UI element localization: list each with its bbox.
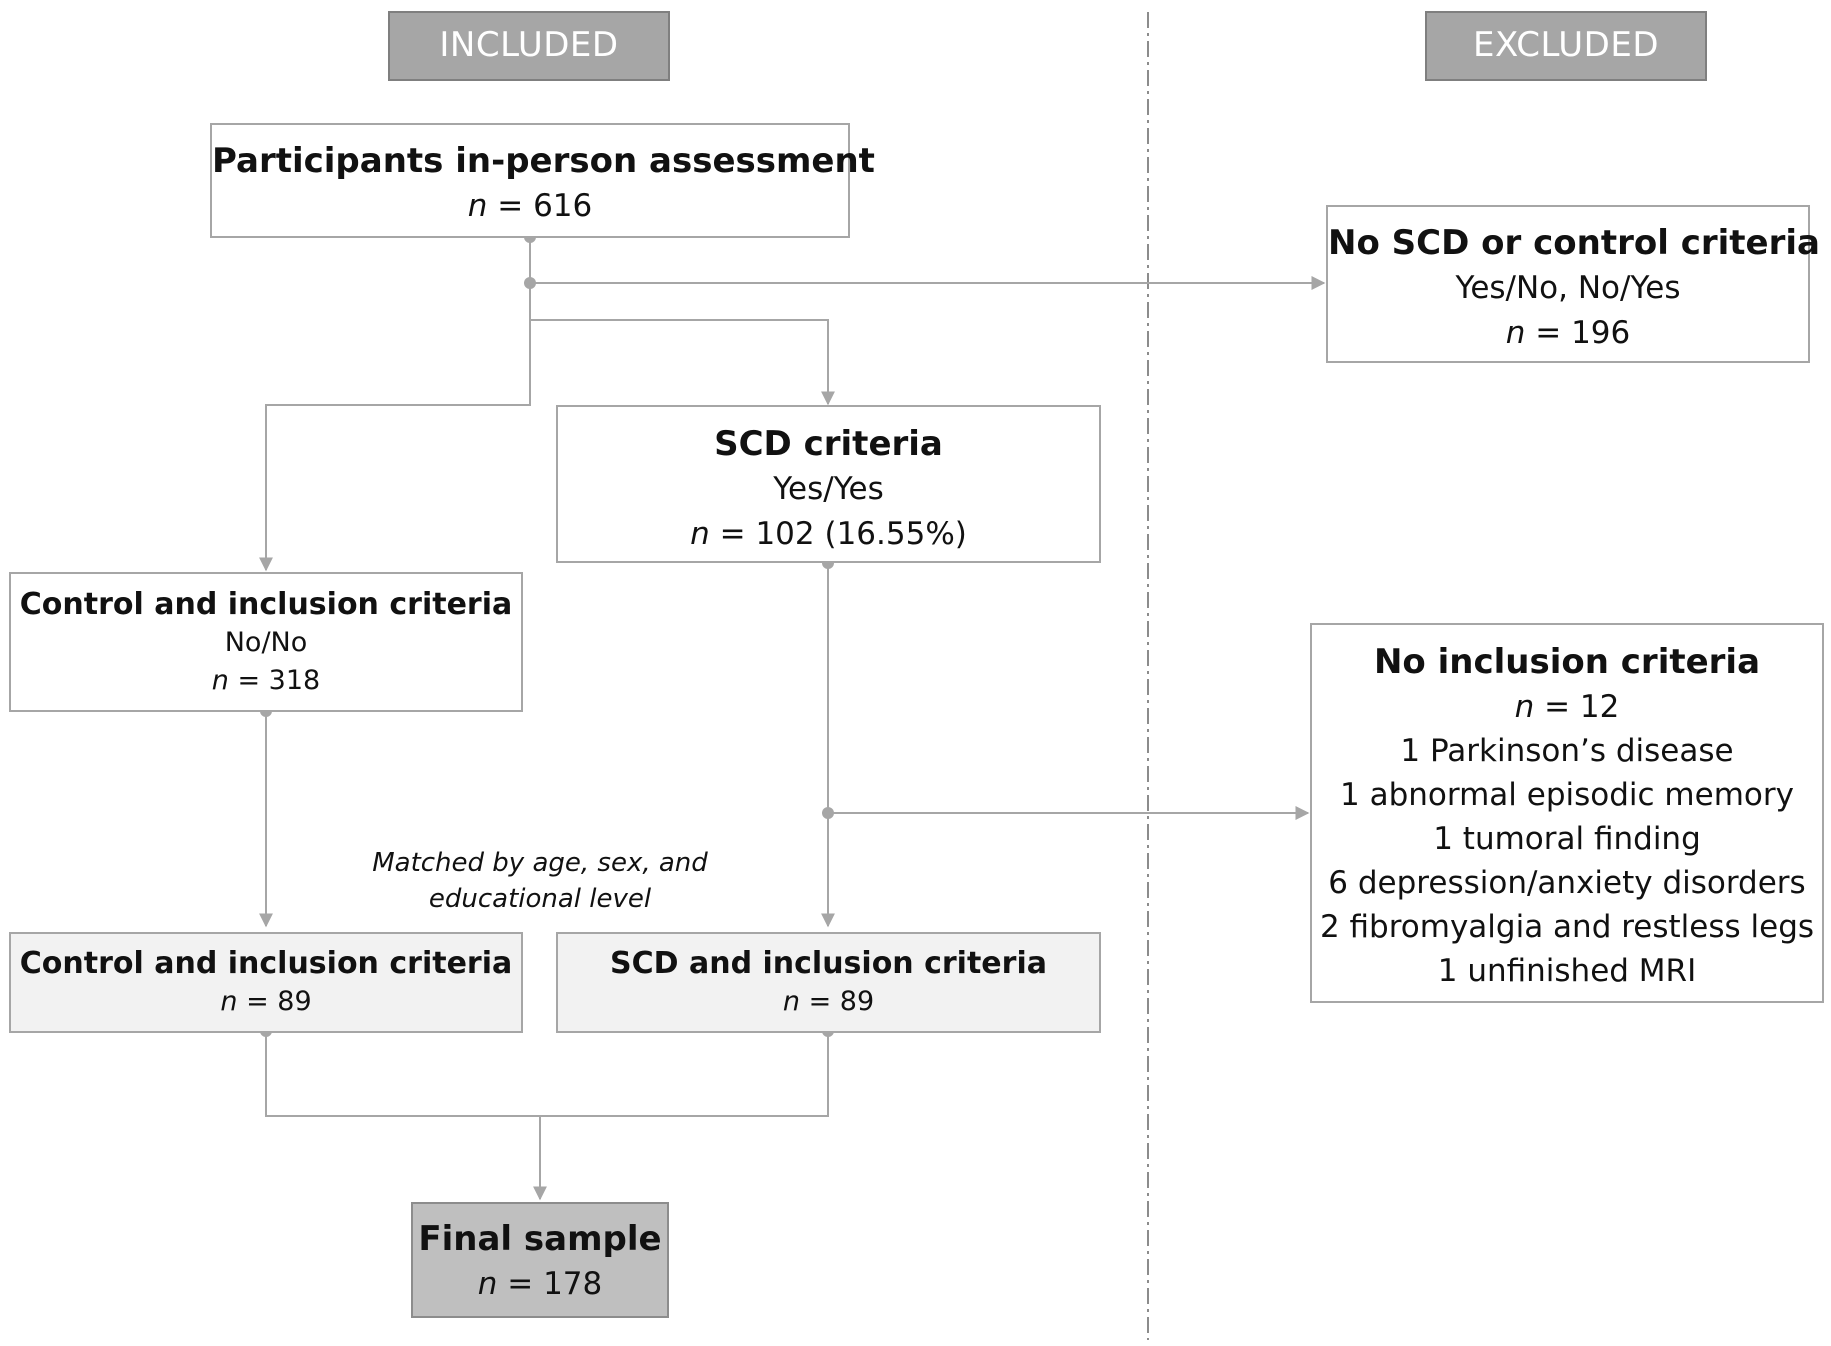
node-control-inclusion-2-title: Control and inclusion criteria [19,946,513,981]
node-scd-inclusion: SCD and inclusion criteria n = 89 [556,932,1101,1033]
node-scd-criteria-answers: Yes/Yes [773,471,884,507]
node-control-inclusion-1-answers: No/No [224,627,308,658]
node-scd-criteria-count: n = 102 (16.55%) [690,516,967,552]
node-control-inclusion-2: Control and inclusion criteria n = 89 [9,932,523,1033]
node-participants-title: Participants in-person assessment [212,141,875,181]
arrow-to-control-inclusion-1 [259,320,531,572]
node-final-sample: Final sample n = 178 [411,1202,669,1318]
node-scd-criteria: SCD criteria Yes/Yes n = 102 (16.55%) [556,405,1101,563]
included-header: INCLUDED [388,11,670,81]
node-control-inclusion-1-count: n = 318 [211,665,321,696]
node-control-inclusion-2-count: n = 89 [220,986,312,1017]
excluded-header: EXCLUDED [1425,11,1707,81]
node-final-sample-count: n = 178 [477,1266,603,1302]
arrow-to-scd-criteria [530,319,835,406]
node-control-inclusion-1: Control and inclusion criteria No/No n =… [9,572,523,712]
exclusion-item: 6 depression/anxiety disorders [1328,865,1806,901]
exclusion-item: 2 fibromyalgia and restless legs [1319,909,1815,945]
exclusion-item: 1 unfinished MRI [1437,953,1697,989]
exclusion-item: 1 Parkinson’s disease [1400,733,1734,769]
matched-annotation-line2: educational level [428,884,652,914]
exclusion-item: 1 tumoral finding [1433,821,1701,857]
node-scd-inclusion-title: SCD and inclusion criteria [610,946,1047,981]
node-no-inclusion: No inclusion criteria n = 12 1 Parkinson… [1310,623,1824,1003]
node-participants-count: n = 616 [467,188,593,224]
exclusion-item: 1 abnormal episodic memory [1340,777,1794,813]
connector-merge [265,1031,829,1117]
matched-annotation-line1: Matched by age, sex, and [372,848,708,878]
matched-annotation: Matched by age, sex, and educational lev… [372,845,708,917]
node-scd-inclusion-count: n = 89 [782,986,875,1017]
node-participants: Participants in-person assessment n = 61… [210,123,875,238]
node-no-scd-control-criteria: Yes/No, No/Yes [1455,270,1681,306]
node-no-inclusion-title: No inclusion criteria [1373,642,1761,682]
node-control-inclusion-1-title: Control and inclusion criteria [19,587,513,622]
node-no-inclusion-count: n = 12 [1514,689,1620,725]
node-no-scd-control-title: No SCD or control criteria [1328,223,1820,263]
node-no-scd-control-count: n = 196 [1505,315,1631,351]
node-scd-criteria-title: SCD criteria [714,424,943,464]
node-final-sample-title: Final sample [418,1219,662,1259]
node-no-scd-control: No SCD or control criteria Yes/No, No/Ye… [1326,205,1820,363]
